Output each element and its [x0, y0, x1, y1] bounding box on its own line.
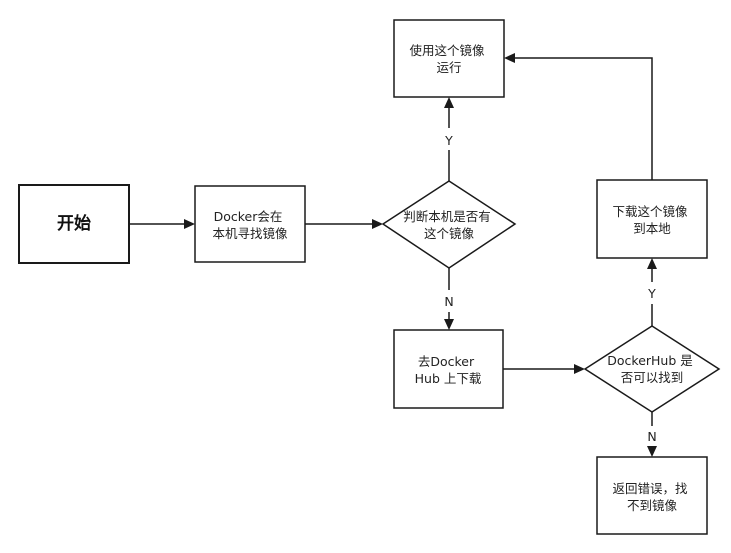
node-download-line-2: 到本地 — [633, 221, 671, 236]
node-check-hub-decision: DockerHub 是 否可以找到 — [583, 325, 721, 413]
node-use-image: 使用这个镜像 运行 — [393, 19, 505, 98]
node-check-hub-line-2: 否可以找到 — [621, 370, 684, 385]
node-check-local-decision: 判断本机是否有 这个镜像 — [381, 180, 517, 269]
svg-text:使用这个镜像 运行: 使用这个镜像 运行 — [410, 43, 489, 75]
node-go-dockerhub: 去Docker Hub 上下载 — [393, 329, 504, 409]
node-docker-local-line-1: Docker会在 — [214, 209, 283, 224]
edge-hub-to-check-hub — [503, 364, 585, 374]
node-return-error: 返回错误，找 不到镜像 — [596, 456, 708, 535]
svg-text:判断本机是否有 这个镜像: 判断本机是否有 这个镜像 — [403, 209, 495, 241]
svg-text:Docker会在 本机寻找镜像: Docker会在 本机寻找镜像 — [212, 209, 288, 241]
edge-label-no-hub: N — [647, 429, 656, 444]
node-download-image: 下载这个镜像 到本地 — [596, 179, 708, 259]
svg-text:DockerHub 是 否可以找到: DockerHub 是 否可以找到 — [607, 353, 696, 385]
edge-download-to-use-image — [504, 53, 653, 180]
svg-text:下载这个镜像 到本地: 下载这个镜像 到本地 — [613, 204, 692, 236]
node-docker-local-line-2: 本机寻找镜像 — [212, 226, 288, 241]
node-use-image-line-2: 运行 — [436, 60, 461, 75]
svg-text:去Docker Hub 上下载: 去Docker Hub 上下载 — [415, 354, 482, 386]
node-check-local-line-1: 判断本机是否有 — [403, 209, 491, 224]
node-check-hub-line-1: DockerHub 是 — [607, 353, 693, 368]
edge-check-hub-no-to-error — [643, 412, 661, 457]
node-start-line-1: 开始 — [57, 213, 91, 234]
node-use-image-line-1: 使用这个镜像 — [410, 43, 486, 58]
svg-text:返回错误，找 不到镜像: 返回错误，找 不到镜像 — [613, 481, 692, 513]
node-go-hub-line-1: 去Docker — [418, 354, 475, 369]
svg-text:开始: 开始 — [57, 213, 91, 234]
edge-label-yes-local: Y — [444, 133, 453, 148]
edge-check-local-no-to-hub — [440, 268, 458, 330]
edge-label-yes-hub: Y — [647, 286, 656, 301]
node-check-local-line-2: 这个镜像 — [424, 226, 475, 241]
node-error-line-1: 返回错误，找 — [613, 481, 689, 496]
edge-check-hub-yes-to-download — [643, 258, 661, 326]
node-start: 开始 — [18, 184, 130, 264]
node-download-line-1: 下载这个镜像 — [613, 204, 689, 219]
edge-start-to-docker — [129, 219, 195, 229]
edge-docker-to-check-local — [305, 219, 383, 229]
node-error-line-2: 不到镜像 — [627, 498, 678, 513]
node-go-hub-line-2: Hub 上下载 — [415, 371, 482, 386]
edge-check-local-yes-to-use-image — [440, 97, 458, 181]
edge-label-no-local: N — [444, 294, 453, 309]
node-docker-local-search: Docker会在 本机寻找镜像 — [194, 185, 306, 263]
